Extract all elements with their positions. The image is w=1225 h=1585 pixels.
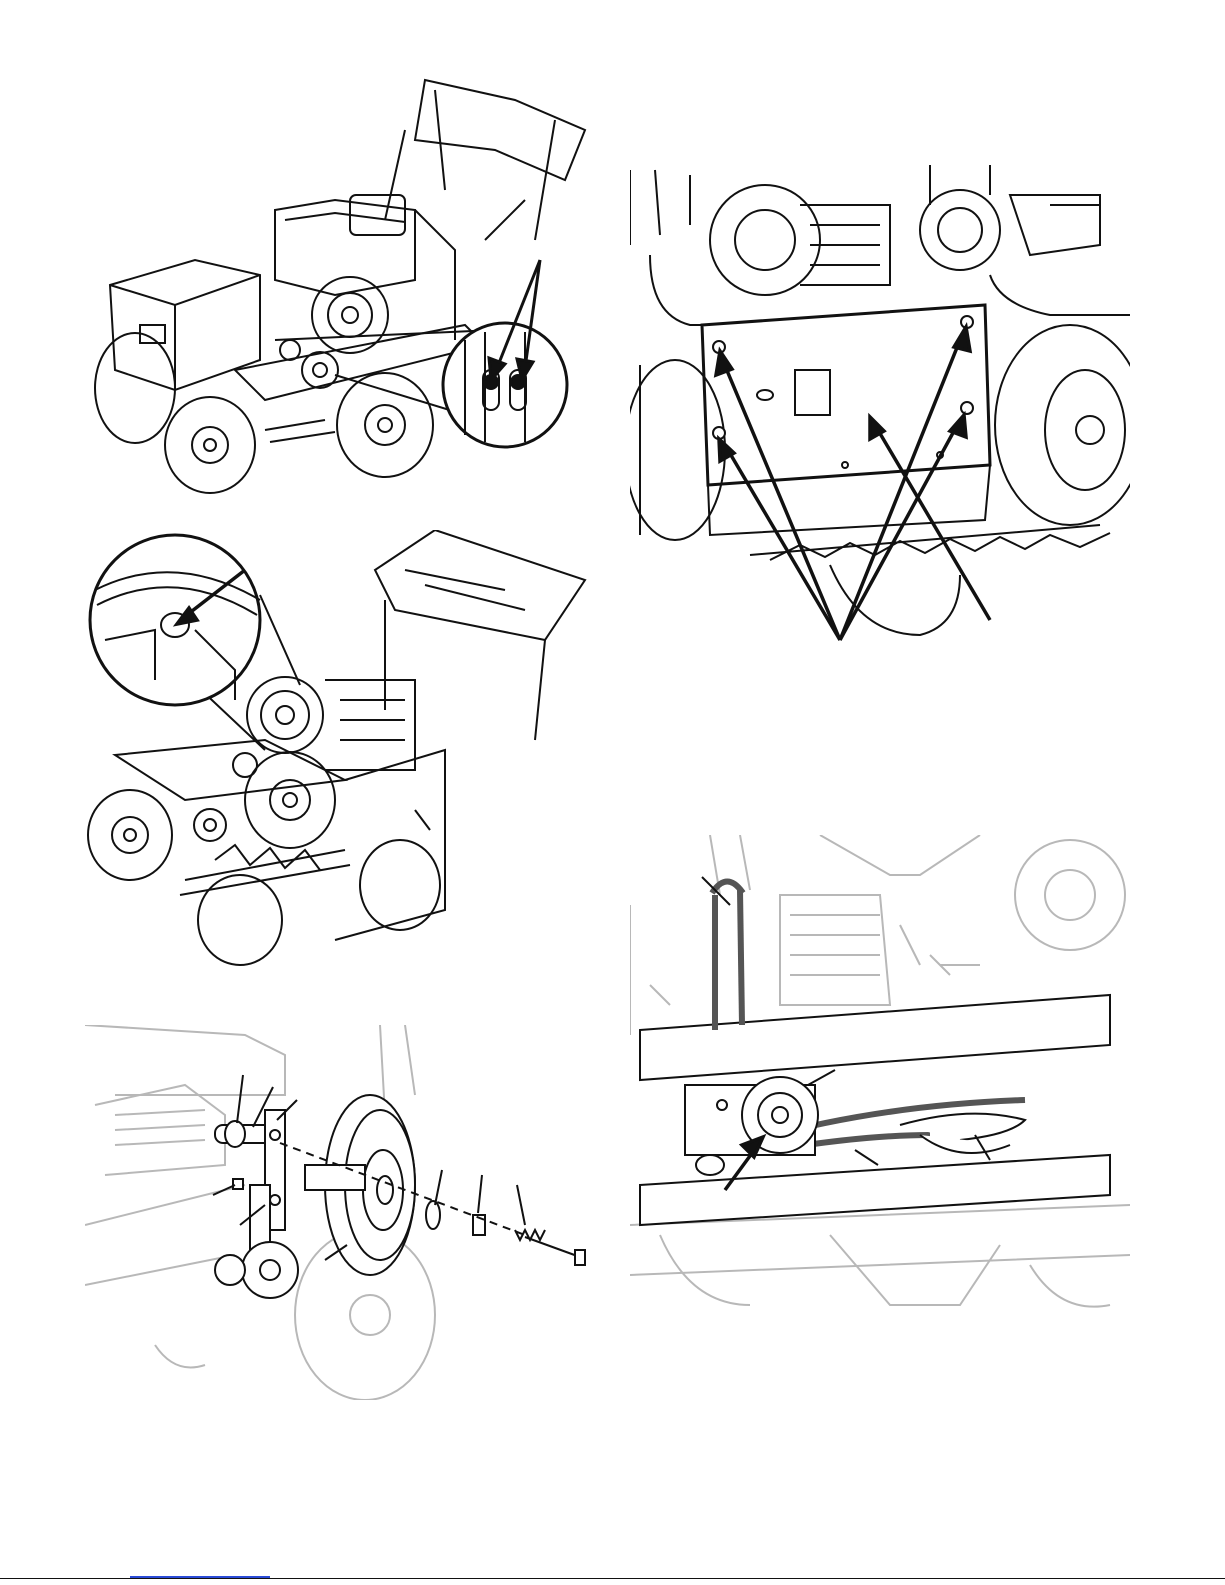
clutch-pulley-exploded-icon	[85, 1025, 595, 1400]
figure-pulley-access	[85, 530, 595, 970]
figure-clutch-pulley-exploded	[85, 1025, 595, 1400]
figure-drive-belt-routing	[630, 835, 1130, 1350]
pulley-access-hole-icon	[85, 530, 595, 970]
belt-guard-bolts-icon	[630, 165, 1130, 645]
figure-belt-guard-bolts	[630, 165, 1130, 645]
aerator-belt-cover-bolts-icon	[85, 70, 595, 500]
figure-aerator-belt-bolts	[85, 70, 595, 500]
footer-link-underline[interactable]	[130, 1576, 270, 1578]
footer-rule	[0, 1578, 1225, 1579]
drive-belt-routing-icon	[630, 835, 1130, 1350]
